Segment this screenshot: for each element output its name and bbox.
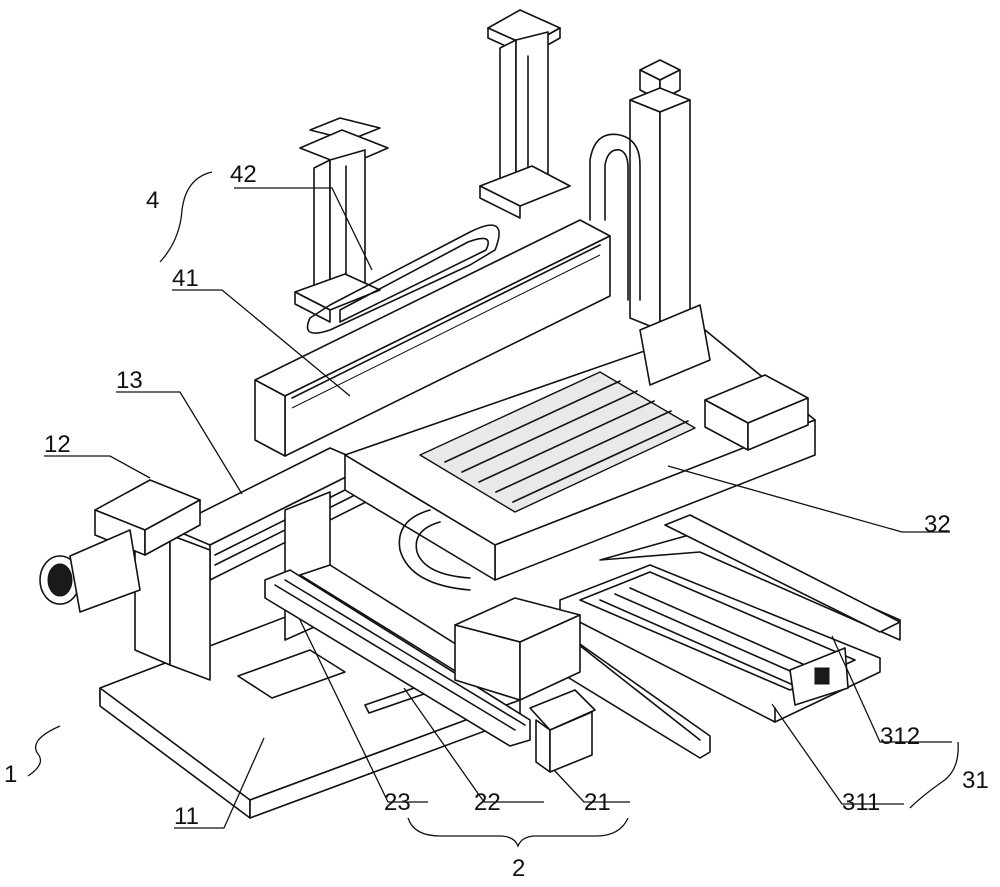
rear-left-column	[294, 117, 389, 323]
label-41: 41	[172, 265, 199, 292]
leader-311	[771, 703, 904, 805]
tray-unit-32	[344, 329, 816, 591]
label-12: 12	[44, 431, 71, 458]
leader-13	[116, 391, 243, 495]
brace-2	[407, 817, 629, 848]
leader-1-squiggle	[27, 725, 61, 777]
leader-21	[553, 769, 630, 803]
rail-module-2	[264, 564, 596, 773]
label-11: 11	[174, 803, 199, 830]
callout-labels: 4 42 41 13 12 32 312 31 311 1 11 23 22 2…	[4, 161, 989, 882]
label-312: 312	[880, 723, 920, 750]
leader-lines	[27, 171, 959, 848]
label-22: 22	[474, 789, 501, 816]
leader-23	[299, 619, 428, 803]
leader-42	[234, 187, 373, 271]
rear-right-column	[479, 9, 571, 219]
label-2: 2	[512, 855, 525, 882]
label-4: 4	[146, 187, 159, 214]
tray-slats	[444, 380, 689, 503]
label-32: 32	[924, 511, 951, 538]
module-31-rail	[559, 564, 881, 723]
leader-22	[403, 687, 544, 803]
transfer-box	[454, 597, 581, 701]
leader-11	[174, 737, 265, 829]
label-21: 21	[584, 789, 611, 816]
leader-31-brace	[909, 741, 959, 809]
label-42: 42	[230, 161, 257, 188]
label-311: 311	[842, 789, 880, 816]
upper-beam-4	[254, 219, 611, 457]
leader-41	[172, 289, 351, 397]
leader-4-brace	[159, 171, 213, 263]
leader-312	[831, 635, 952, 743]
label-1: 1	[4, 761, 17, 788]
label-23: 23	[384, 789, 411, 816]
vertical-axis	[589, 59, 711, 386]
label-13: 13	[116, 367, 143, 394]
leader-32	[667, 465, 950, 533]
label-31: 31	[962, 767, 989, 794]
leader-12	[44, 455, 151, 479]
